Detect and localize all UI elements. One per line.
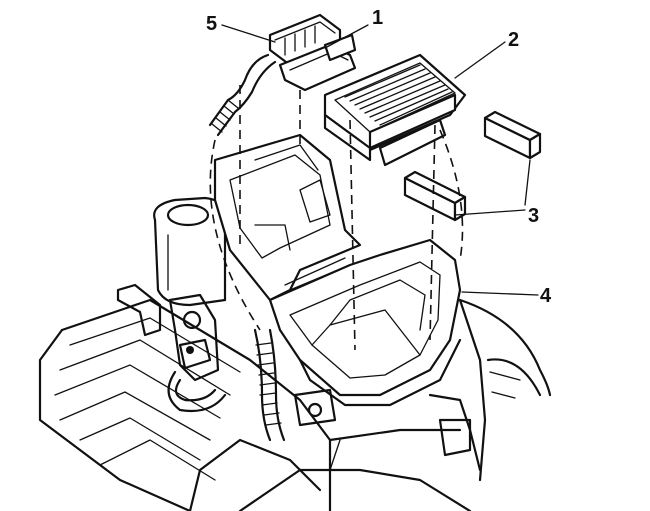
callout-2: 2 [508,29,519,51]
engine-background [38,196,552,511]
leader-lines [221,24,539,296]
callout-1: 1 [372,7,383,29]
ecm-module [323,53,467,167]
assembly-lines [209,85,464,351]
callout-4: 4 [540,285,552,307]
callout-5: 5 [206,13,217,35]
callout-3: 3 [528,205,539,227]
ecm-connectors [403,110,542,222]
ecm-housing [213,133,462,407]
